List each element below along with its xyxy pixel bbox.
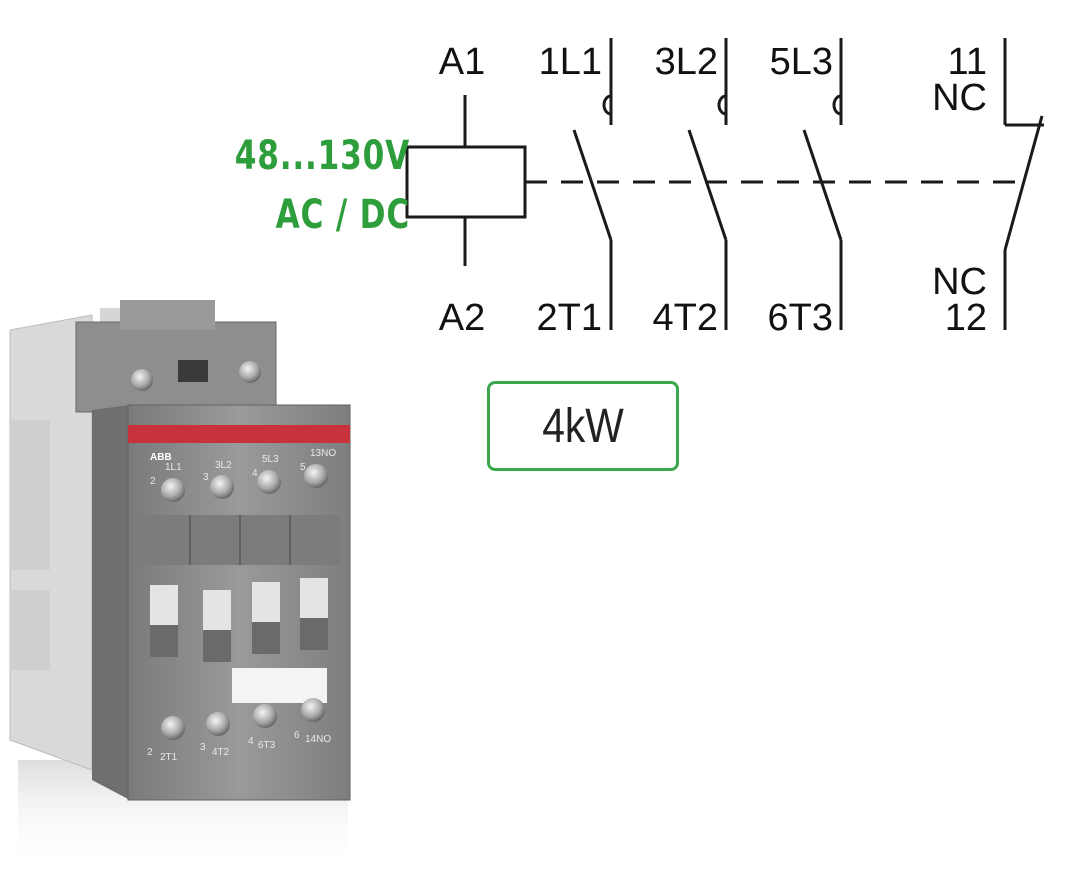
top-terminal-1-number: 2 xyxy=(150,476,156,487)
bottom-terminal-2-label: 4T2 xyxy=(212,747,230,758)
main-contact-1-bottom-label: 2T1 xyxy=(537,297,602,339)
bottom-screw-3 xyxy=(253,704,277,728)
bottom-screw-2 xyxy=(206,712,230,736)
top-screw-2 xyxy=(210,475,234,499)
aux-contact-top-type: NC xyxy=(932,77,987,119)
main-contact-3-top-label: 5L3 xyxy=(770,41,833,83)
coil-label-top: A1 xyxy=(439,41,485,83)
bottom-screw-4 xyxy=(301,698,325,722)
coil-label-bottom: A2 xyxy=(439,297,485,339)
top-screw-3 xyxy=(257,470,281,494)
coil-voltage-rating: 48...130V xyxy=(234,133,410,179)
brand-strip xyxy=(128,425,350,443)
aux-contact-top-number: 11 xyxy=(948,41,987,83)
power-rating: 4kW xyxy=(542,399,624,453)
bottom-terminal-3-label: 6T3 xyxy=(258,740,276,751)
bottom-terminal-1-label: 2T1 xyxy=(160,752,178,763)
bottom-terminal-4-number: 6 xyxy=(294,730,300,741)
aux-contact-bottom-type: NC xyxy=(932,261,987,303)
main-contact-2 xyxy=(687,38,728,330)
bottom-terminal-2-number: 3 xyxy=(200,742,206,753)
top-screw-4 xyxy=(304,464,328,488)
top-screw-1 xyxy=(161,478,185,502)
top-terminal-2-number: 3 xyxy=(203,472,209,483)
main-contact-3 xyxy=(802,38,843,330)
top-terminal-2-label: 3L2 xyxy=(215,460,232,471)
top-terminal-4-number: 5 xyxy=(300,462,306,473)
main-contact-1-top-label: 1L1 xyxy=(539,41,602,83)
coil-screw-right xyxy=(239,361,261,383)
aux-contact-bottom-number: 12 xyxy=(945,297,987,339)
bottom-terminal-3-number: 4 xyxy=(248,736,254,747)
marking-label xyxy=(232,668,327,703)
bottom-terminal-4-label: 14NO xyxy=(305,734,331,745)
coil-screw-left xyxy=(131,369,153,391)
main-contact-1 xyxy=(572,38,613,330)
top-terminal-1-label: 1L1 xyxy=(165,462,182,473)
schematic xyxy=(405,38,1044,330)
contactor-device: ABB 1L1 3L2 5L3 13NO 2 3 4 5 xyxy=(9,300,351,870)
main-contact-2-top-label: 3L2 xyxy=(655,41,718,83)
main-contact-2-bottom-label: 4T2 xyxy=(653,297,718,339)
brand-logo: ABB xyxy=(150,452,172,463)
aux-nc-contact xyxy=(1003,38,1044,330)
coil-supply-type: AC / DC xyxy=(275,192,410,238)
bottom-screw-1 xyxy=(161,716,185,740)
top-terminal-3-label: 5L3 xyxy=(262,454,279,465)
top-terminal-3-number: 4 xyxy=(252,468,258,479)
bottom-terminal-1-number: 2 xyxy=(147,747,153,758)
main-contact-3-bottom-label: 6T3 xyxy=(768,297,833,339)
top-terminal-4-label: 13NO xyxy=(310,448,336,459)
power-rating-box: 4kW xyxy=(487,381,679,471)
coil-symbol xyxy=(405,145,527,219)
